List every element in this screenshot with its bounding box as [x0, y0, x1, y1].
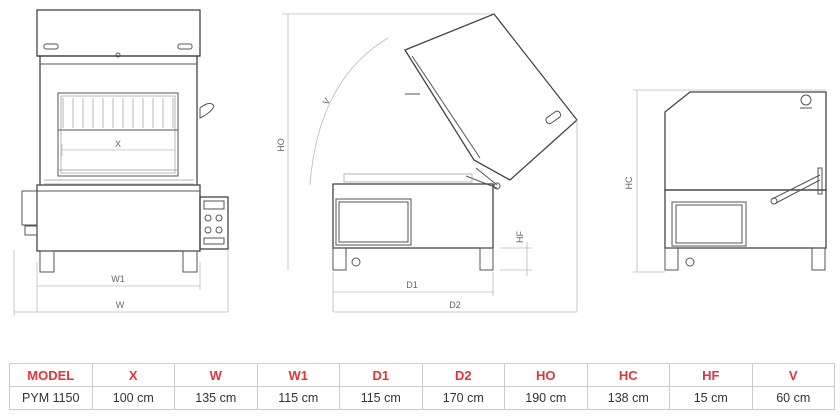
header-w: W: [174, 363, 258, 387]
header-model: MODEL: [9, 363, 93, 387]
hc-label: HC: [624, 176, 634, 189]
w-label: W: [116, 300, 125, 310]
w1-label: W1: [111, 274, 125, 284]
side-view-open: HO V HF D1 D2: [276, 13, 578, 313]
header-ho: HO: [504, 363, 588, 387]
ho-label: HO: [276, 138, 286, 152]
d2-label: D2: [449, 300, 461, 310]
hf-label: HF: [515, 231, 525, 243]
cell-w: 135 cm: [174, 386, 258, 410]
cell-ho: 190 cm: [504, 386, 588, 410]
cell-x: 100 cm: [91, 386, 175, 410]
cell-d2: 170 cm: [421, 386, 505, 410]
cell-v: 60 cm: [751, 386, 835, 410]
v-label: V: [321, 96, 333, 106]
cell-d1: 115 cm: [339, 386, 423, 410]
header-hf: HF: [669, 363, 753, 387]
cell-w1: 115 cm: [256, 386, 340, 410]
header-x: X: [91, 363, 175, 387]
table-row: PYM 1150 100 cm 135 cm 115 cm 115 cm 170…: [9, 386, 835, 410]
header-v: V: [751, 363, 835, 387]
header-w1: W1: [256, 363, 340, 387]
cell-hf: 15 cm: [669, 386, 753, 410]
technical-drawing: X W1 W HO: [13, 9, 827, 316]
header-d2: D2: [421, 363, 505, 387]
cell-model: PYM 1150: [9, 386, 93, 410]
d1-label: D1: [406, 280, 418, 290]
cell-hc: 138 cm: [586, 386, 670, 410]
header-d1: D1: [339, 363, 423, 387]
table-header-row: MODEL X W W1 D1 D2 HO HC HF V: [9, 363, 835, 387]
front-view: X W1 W: [13, 9, 229, 316]
x-label: X: [115, 139, 121, 149]
spec-table: MODEL X W W1 D1 D2 HO HC HF V PYM 1150 1…: [9, 363, 835, 410]
side-view-closed: HC: [624, 89, 827, 273]
header-hc: HC: [586, 363, 670, 387]
